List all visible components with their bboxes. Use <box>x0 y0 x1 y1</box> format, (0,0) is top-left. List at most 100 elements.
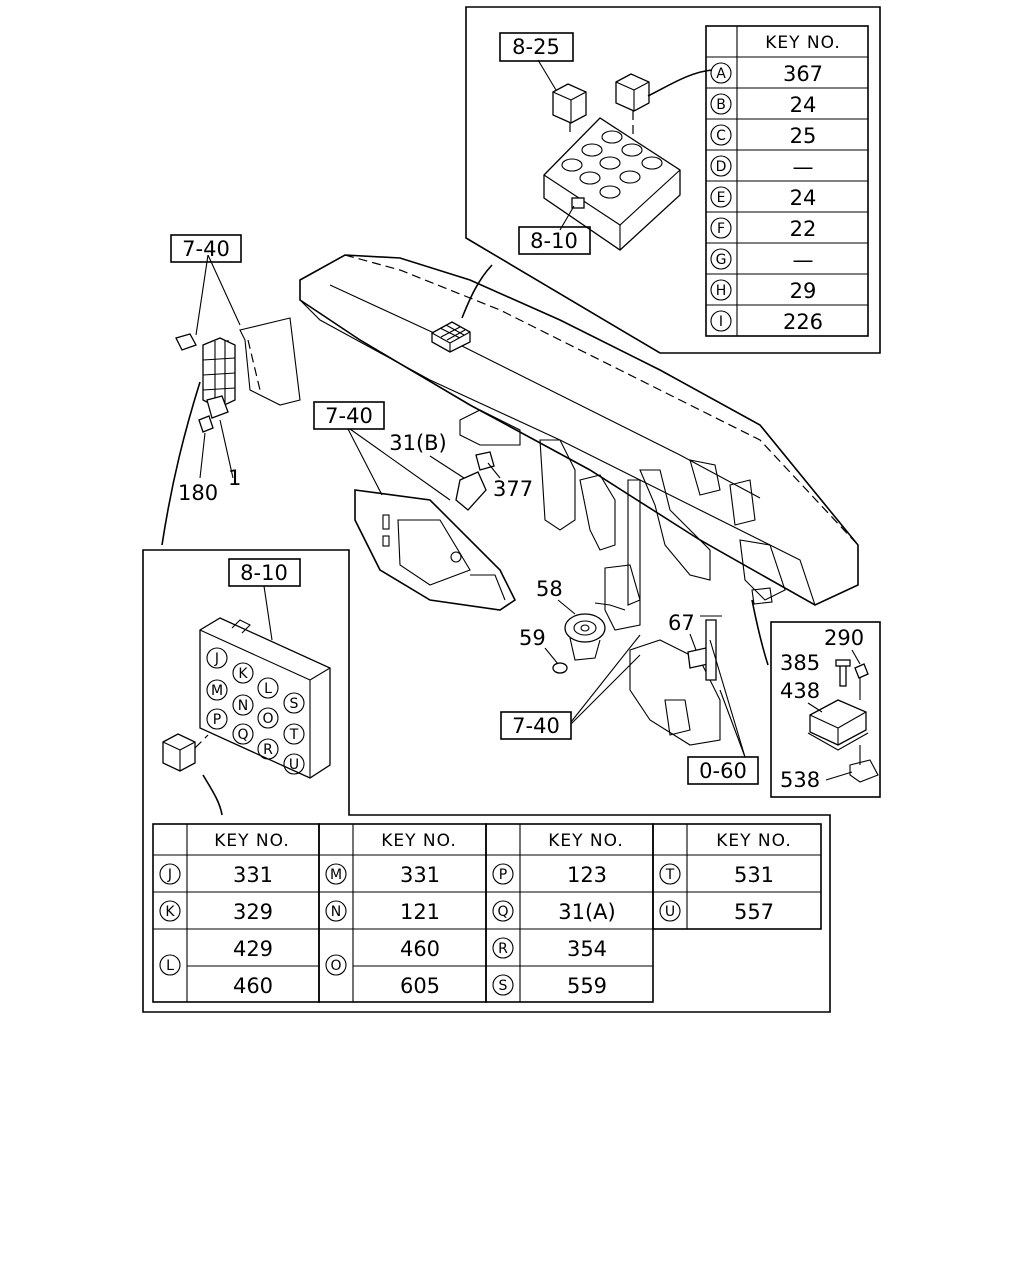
svg-text:226: 226 <box>783 310 823 334</box>
label-58: 58 <box>536 577 563 601</box>
key-row-r: R 354 <box>492 937 607 961</box>
relay-row-c: C 25 <box>710 124 817 148</box>
svg-text:31(A): 31(A) <box>558 900 615 924</box>
svg-text:P: P <box>499 867 507 883</box>
svg-text:331: 331 <box>233 863 273 887</box>
svg-text:25: 25 <box>790 124 817 148</box>
svg-text:531: 531 <box>734 863 774 887</box>
svg-text:329: 329 <box>233 900 273 924</box>
svg-text:I: I <box>719 314 723 330</box>
svg-text:F: F <box>717 221 725 237</box>
key-row-o: O 460 605 <box>325 937 440 998</box>
relay-row-d: D — <box>710 155 814 179</box>
label-385: 385 <box>780 651 820 675</box>
label-538: 538 <box>780 768 820 792</box>
svg-text:E: E <box>717 190 726 206</box>
callout-0-60: 0-60 <box>699 759 747 783</box>
svg-text:S: S <box>499 978 508 994</box>
svg-text:L: L <box>166 958 174 974</box>
key-row-s: S 559 <box>492 974 607 998</box>
key-row-n: N 121 <box>325 900 440 924</box>
svg-text:O: O <box>330 958 341 974</box>
key-row-m: M 331 <box>325 863 440 887</box>
svg-text:354: 354 <box>567 937 607 961</box>
fuse-m: M <box>211 683 223 699</box>
svg-text:24: 24 <box>790 93 817 117</box>
svg-text:R: R <box>498 941 508 957</box>
fuse-s: S <box>290 696 299 712</box>
bracket-drawing <box>807 659 879 783</box>
relay-row-e: E 24 <box>710 186 817 210</box>
fuse-l: L <box>264 681 272 697</box>
fuse-j: J <box>214 651 219 667</box>
relay-table-header: KEY NO. <box>765 33 841 53</box>
svg-text:24: 24 <box>790 186 817 210</box>
dashboard-assembly-drawing <box>299 254 859 746</box>
fuse-table-header-1: KEY NO. <box>214 831 290 851</box>
label-59: 59 <box>519 626 546 650</box>
svg-text:T: T <box>665 867 675 883</box>
label-290: 290 <box>824 626 864 650</box>
relay-row-b: B 24 <box>710 93 817 117</box>
key-row-k: K 329 <box>159 900 273 924</box>
fuse-r: R <box>263 742 273 758</box>
label-180: 180 <box>178 481 218 505</box>
svg-text:H: H <box>716 283 727 299</box>
fuse-box-drawing: J K L S M N O T P Q R U <box>162 617 331 816</box>
svg-text:605: 605 <box>400 974 440 998</box>
callout-8-10-inset: 8-10 <box>240 561 288 585</box>
label-31b: 31(B) <box>389 431 447 455</box>
key-row-l: L 429 460 <box>159 937 273 998</box>
svg-text:559: 559 <box>567 974 607 998</box>
relay-row-a: A 367 <box>710 62 823 86</box>
label-1: 1 <box>228 466 241 490</box>
relay-row-i: I 226 <box>710 310 823 334</box>
svg-text:N: N <box>331 904 341 920</box>
svg-text:J: J <box>167 867 172 883</box>
svg-text:K: K <box>165 904 175 920</box>
relay-key-table: KEY NO. A 367 B 24 C 25 D — E 24 F <box>705 25 869 337</box>
callout-7-40-mid: 7-40 <box>325 404 373 428</box>
callout-8-10-top: 8-10 <box>530 229 578 253</box>
key-row-q: Q 31(A) <box>492 900 616 924</box>
fuse-table-header-2: KEY NO. <box>381 831 457 851</box>
svg-text:367: 367 <box>783 62 823 86</box>
callout-box-8-10-top <box>518 226 591 255</box>
svg-text:29: 29 <box>790 279 817 303</box>
fuse-key-table: KEY NO. KEY NO. KEY NO. KEY NO. J 331 <box>152 823 822 1003</box>
svg-text:B: B <box>716 97 726 113</box>
svg-text:G: G <box>716 252 727 268</box>
callout-box-8-25 <box>499 32 574 62</box>
callout-7-40-left: 7-40 <box>182 237 230 261</box>
svg-text:557: 557 <box>734 900 774 924</box>
svg-text:D: D <box>716 159 727 175</box>
label-438: 438 <box>780 679 820 703</box>
svg-text:22: 22 <box>790 217 817 241</box>
svg-text:123: 123 <box>567 863 607 887</box>
fuse-k: K <box>238 666 248 682</box>
callout-box-7-40-left <box>170 234 242 263</box>
svg-text:M: M <box>330 867 342 883</box>
fuse-box-inset-frame <box>142 549 831 1013</box>
key-row-p: P 123 <box>492 863 607 887</box>
relay-row-f: F 22 <box>710 217 817 241</box>
fuse-n: N <box>238 698 248 714</box>
key-row-u: U 557 <box>659 900 774 924</box>
fuse-t: T <box>289 727 299 743</box>
fuse-table-header-3: KEY NO. <box>548 831 624 851</box>
callout-box-7-40-bottom <box>500 711 572 740</box>
fuse-table-header-4: KEY NO. <box>716 831 792 851</box>
relay-row-h: H 29 <box>710 279 817 303</box>
key-row-j: J 331 <box>159 863 273 887</box>
svg-text:460: 460 <box>400 937 440 961</box>
svg-text:C: C <box>716 128 726 144</box>
label-377: 377 <box>493 477 533 501</box>
callout-8-25: 8-25 <box>512 35 560 59</box>
fuse-u: U <box>289 757 299 773</box>
fuse-q: Q <box>237 727 248 743</box>
svg-text:—: — <box>793 155 814 179</box>
svg-text:331: 331 <box>400 863 440 887</box>
callout-box-7-40-mid <box>313 401 385 430</box>
label-67: 67 <box>668 611 695 635</box>
